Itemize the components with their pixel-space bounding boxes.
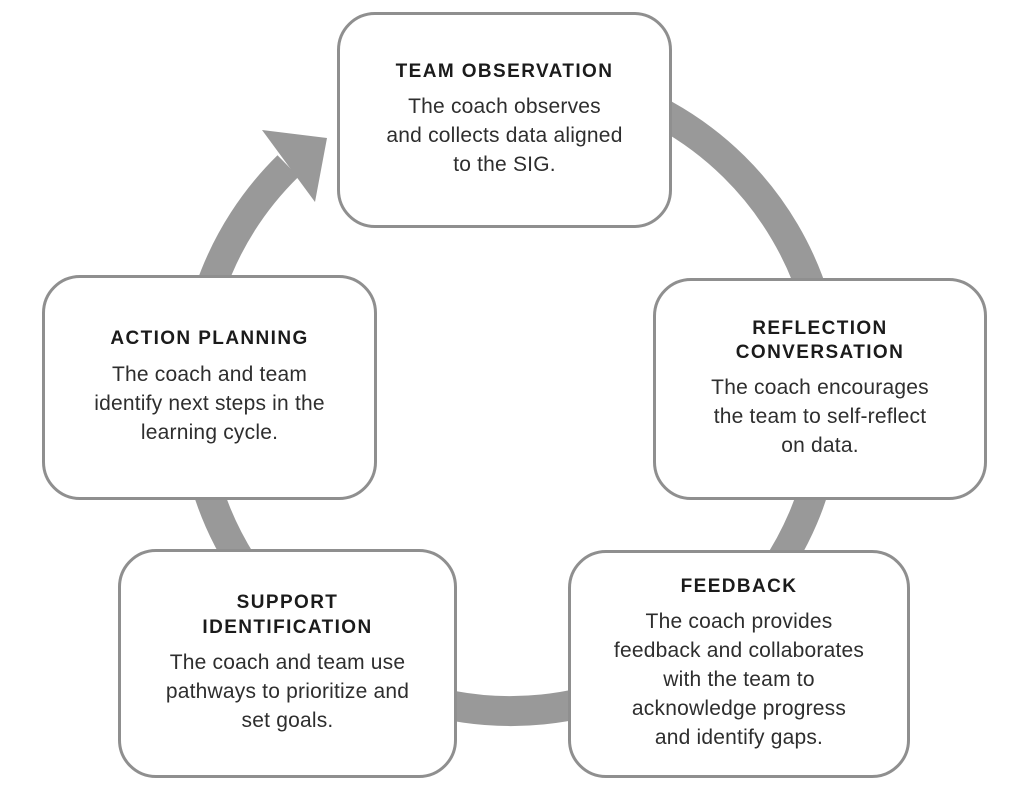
node-body: The coach and team use pathways to prior… [165,650,410,732]
node-title: SUPPORT IDENTIFICATION [202,592,373,638]
node-team-observation: TEAM OBSERVATION The coach observes and … [337,12,672,228]
node-reflection-conversation: REFLECTION CONVERSATION The coach encour… [653,278,987,500]
node-action-planning: ACTION PLANNING The coach and team ident… [42,275,377,500]
node-body: The coach observes and collects data ali… [386,95,623,177]
node-title: REFLECTION CONVERSATION [735,317,905,364]
node-body: The coach encourages the team to self-re… [711,376,929,458]
node-support-identification: SUPPORT IDENTIFICATION The coach and tea… [118,549,457,778]
node-body: The coach provides feedback and collabor… [613,610,865,750]
node-title: TEAM OBSERVATION [395,60,614,82]
arrowhead-icon [262,130,327,202]
node-feedback: FEEDBACK The coach provides feedback and… [568,550,910,778]
node-title: FEEDBACK [680,575,798,597]
node-body: The coach and team identify next steps i… [94,362,325,444]
node-title: ACTION PLANNING [110,328,309,350]
